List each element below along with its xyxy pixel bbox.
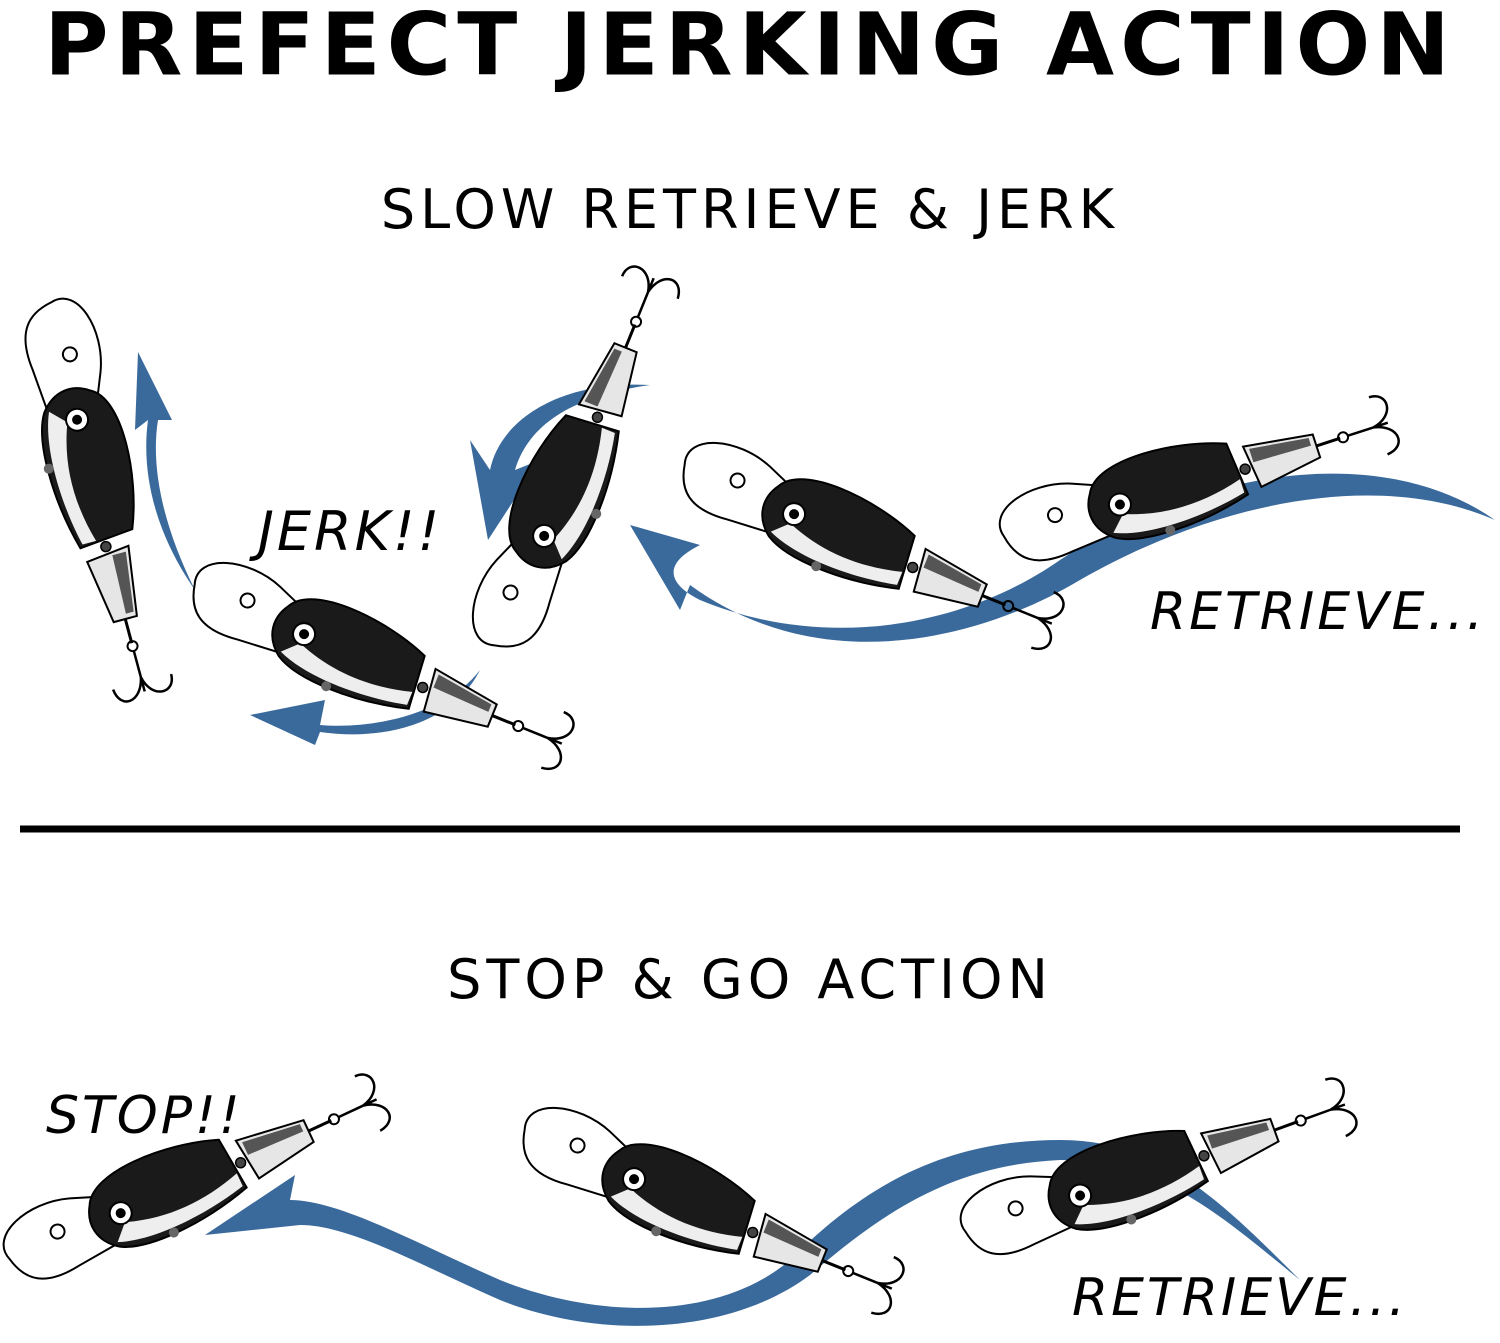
label-stop: STOP!! [46,1086,243,1146]
main-title: PREFECT JERKING ACTION [44,0,1456,95]
label-jerk: JERK!! [258,500,443,563]
section-heading-slow-retrieve: SLOW RETRIEVE & JERK [380,178,1120,241]
fishing-lure-icon [0,290,193,709]
fishing-lure-icon [950,1057,1366,1281]
arrow-jerk-down [470,384,650,540]
arrow-retrieve-wave [630,473,1495,642]
section-heading-stop-and-go: STOP & GO ACTION [447,948,1053,1011]
arrow-jerk-up [135,352,195,590]
label-retrieve-1: RETRIEVE... [1150,582,1487,642]
arrow-stop-and-go-wave [205,1140,1300,1326]
arrow-jerk-bottom [250,670,480,745]
label-retrieve-2: RETRIEVE... [1072,1268,1409,1328]
